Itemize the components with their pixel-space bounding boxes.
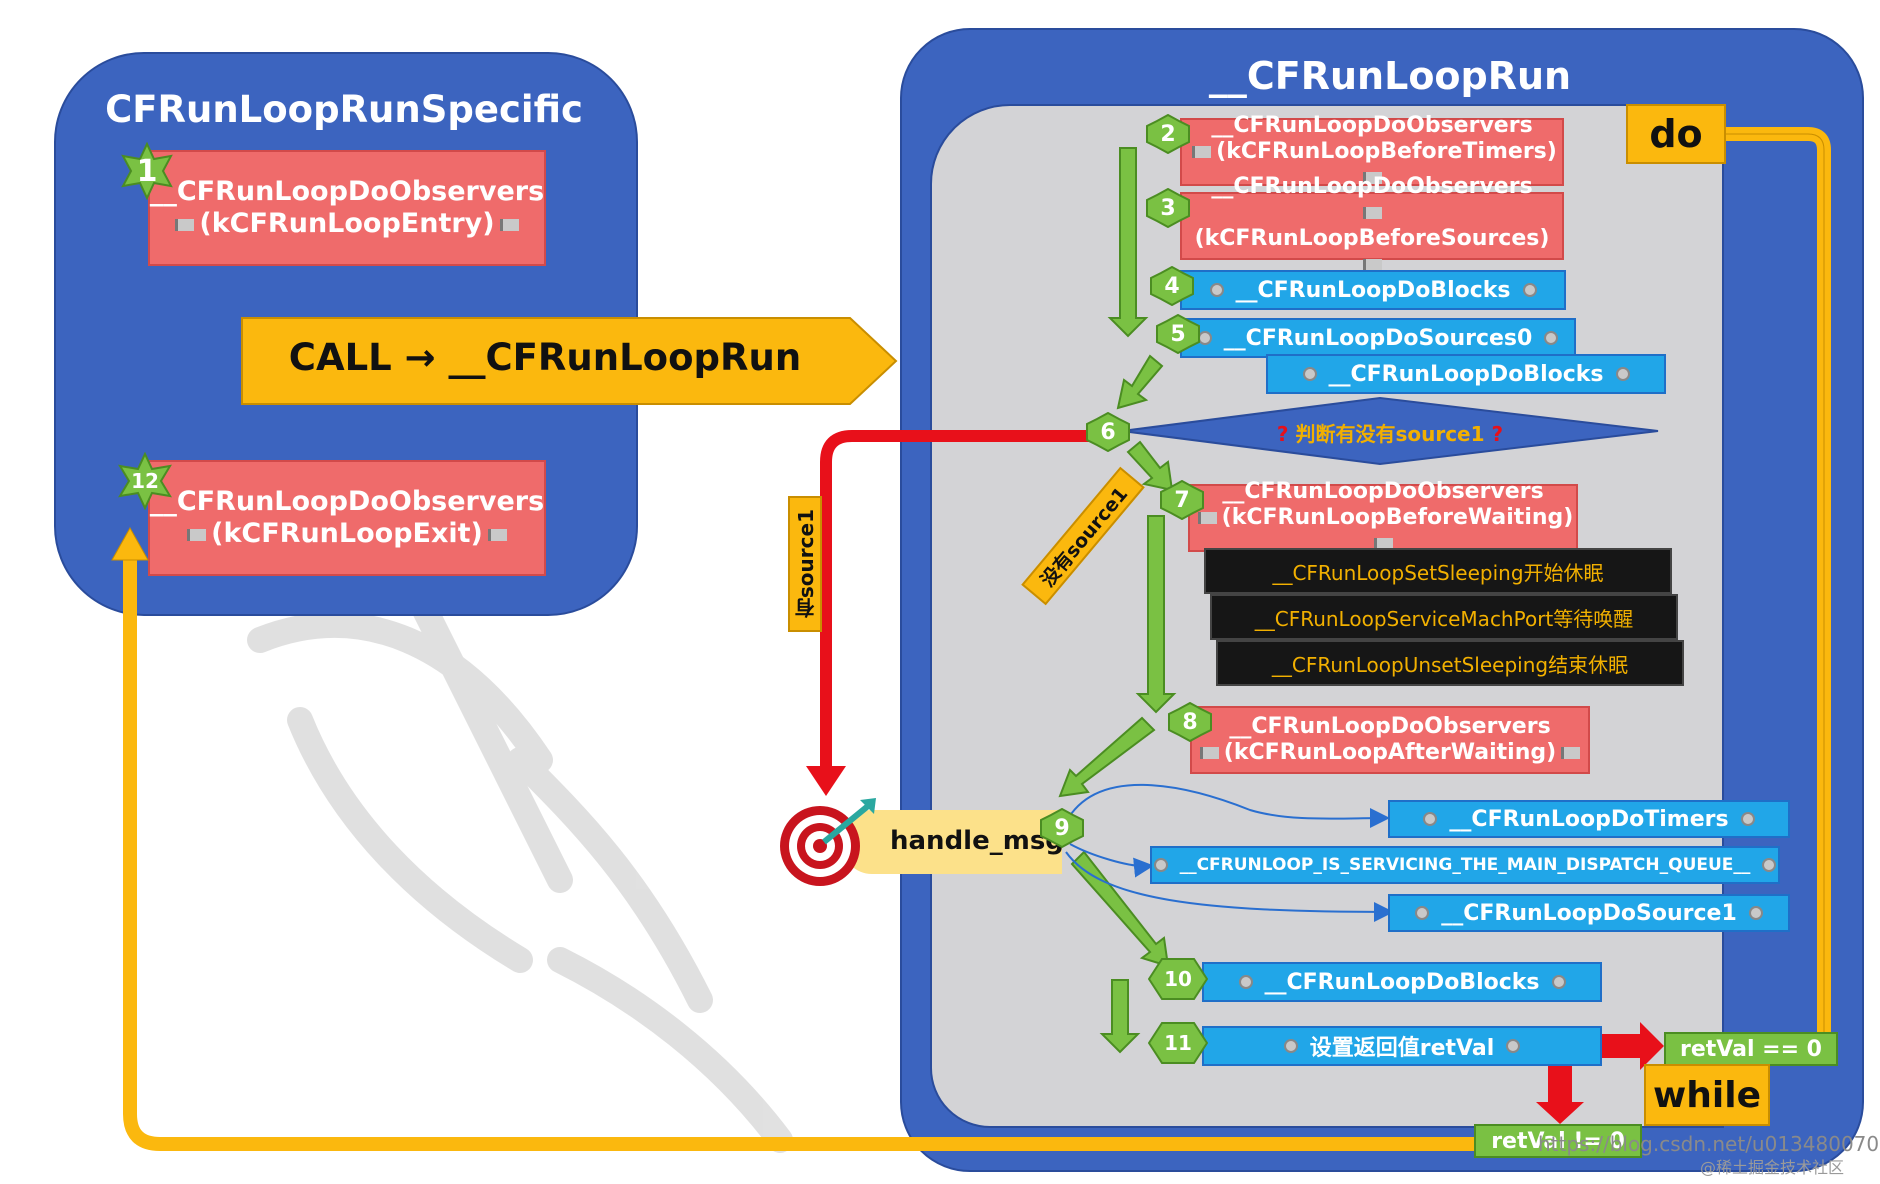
step3-badge: 3 xyxy=(1146,188,1190,228)
hexagon-badge-icon xyxy=(1150,266,1194,306)
sleep-step-unset-sleeping: __CFRunLoopUnsetSleeping结束休眠 xyxy=(1216,640,1684,686)
step11-set-retval: 设置返回值retVal xyxy=(1202,1026,1602,1066)
step5-badge: 5 xyxy=(1156,314,1200,354)
right-panel-title: __CFRunLoopRun xyxy=(1208,54,1572,98)
call-arrow-shape xyxy=(241,317,898,405)
flag-icon xyxy=(499,218,519,231)
gear-icon xyxy=(1615,367,1630,381)
handler-main-dispatch-queue: __CFRUNLOOP_IS_SERVICING_THE_MAIN_DISPAT… xyxy=(1150,846,1780,884)
handle-msg-pill xyxy=(842,810,1062,874)
handler-dosource1: __CFRunLoopDoSource1 xyxy=(1388,894,1790,932)
gear-icon xyxy=(1522,283,1537,297)
question-icon: ? xyxy=(1276,422,1289,446)
step1-observers-entry: __CFRunLoopDoObservers (kCFRunLoopEntry) xyxy=(148,150,546,266)
step5-doblocks: __CFRunLoopDoBlocks xyxy=(1266,354,1666,394)
step8-badge: 8 xyxy=(1168,702,1212,742)
handle-msg-label: handle_msg xyxy=(890,826,1064,856)
step10-doblocks: __CFRunLoopDoBlocks xyxy=(1202,962,1602,1002)
hexagon-badge-icon xyxy=(1160,480,1204,520)
gear-icon xyxy=(1506,1039,1521,1053)
step4-doblocks: __CFRunLoopDoBlocks xyxy=(1180,270,1566,310)
sleep-step-service-machport: __CFRunLoopServiceMachPort等待唤醒 xyxy=(1210,594,1678,640)
step6-badge: 6 xyxy=(1086,412,1130,452)
hexagon-badge-icon xyxy=(1148,1022,1208,1064)
watermark-url: https://blog.csdn.net/u013480070 xyxy=(1538,1132,1880,1156)
step12-line1: __CFRunLoopDoObservers xyxy=(149,486,545,518)
gear-icon xyxy=(1415,906,1430,920)
hexagon-badge-icon xyxy=(1156,314,1200,354)
step10-badge: 10 xyxy=(1148,958,1208,1000)
step5-dosources0: __CFRunLoopDoSources0 xyxy=(1180,318,1576,358)
step8-observers-afterwaiting: __CFRunLoopDoObservers (kCFRunLoopAfterW… xyxy=(1190,706,1590,774)
gear-icon xyxy=(1423,812,1438,826)
question-icon: ? xyxy=(1491,422,1504,446)
flag-icon xyxy=(1197,512,1217,525)
gear-icon xyxy=(1740,812,1755,826)
flag-icon xyxy=(1192,146,1212,159)
flag-icon xyxy=(1362,207,1382,220)
step1-line2: (kCFRunLoopEntry) xyxy=(199,208,495,239)
step1-badge: 1 xyxy=(118,142,176,200)
handler-dotimers: __CFRunLoopDoTimers xyxy=(1388,800,1790,838)
hexagon-badge-icon xyxy=(1146,114,1190,154)
step12-badge: 12 xyxy=(114,452,176,510)
star-badge-icon xyxy=(121,142,173,200)
star-badge-icon xyxy=(118,452,172,510)
sleep-step-set-sleeping: __CFRunLoopSetSleeping开始休眠 xyxy=(1204,548,1672,594)
step12-line2: (kCFRunLoopExit) xyxy=(211,518,483,549)
hexagon-badge-icon xyxy=(1146,188,1190,228)
call-arrow-label: CALL → __CFRunLoopRun xyxy=(288,336,802,379)
while-label: while xyxy=(1644,1064,1770,1126)
gear-icon xyxy=(1238,975,1253,989)
step6-question: ? 判断有没有source1 ? xyxy=(1276,422,1504,446)
flag-icon xyxy=(175,218,195,231)
gear-icon xyxy=(1209,283,1224,297)
hexagon-badge-icon xyxy=(1168,702,1212,742)
step3-observers-beforesources: __CFRunLoopDoObservers (kCFRunLoopBefore… xyxy=(1180,174,1564,271)
step6-decision-diamond xyxy=(1121,396,1659,466)
flag-icon xyxy=(1199,747,1219,759)
flag-icon xyxy=(187,528,207,541)
step4-badge: 4 xyxy=(1150,266,1194,306)
step11-badge: 11 xyxy=(1148,1022,1208,1064)
step12-observers-exit: __CFRunLoopDoObservers (kCFRunLoopExit) xyxy=(148,460,546,576)
retval-zero-label: retVal == 0 xyxy=(1664,1032,1838,1066)
hexagon-badge-icon xyxy=(1148,958,1208,1000)
target-icon xyxy=(780,798,876,886)
hexagon-badge-icon xyxy=(1040,808,1084,848)
left-panel-title: CFRunLoopRunSpecific xyxy=(105,88,583,131)
flag-icon xyxy=(1561,747,1581,759)
has-source1-label: 有source1 xyxy=(788,496,822,632)
gear-icon xyxy=(1283,1039,1298,1053)
hexagon-badge-icon xyxy=(1086,412,1130,452)
gear-icon xyxy=(1153,858,1168,872)
gear-icon xyxy=(1551,975,1566,989)
step7-badge: 7 xyxy=(1160,480,1204,520)
gear-icon xyxy=(1762,858,1777,872)
gear-icon xyxy=(1544,331,1559,345)
gear-icon xyxy=(1302,367,1317,381)
flag-icon xyxy=(487,528,507,541)
step7-observers-beforewaiting: __CFRunLoopDoObservers (kCFRunLoopBefore… xyxy=(1188,479,1578,552)
flag-icon xyxy=(1362,258,1382,271)
step2-observers-beforetimers: __CFRunLoopDoObservers (kCFRunLoopBefore… xyxy=(1180,113,1564,186)
do-label: do xyxy=(1626,104,1726,164)
flag-icon xyxy=(1362,171,1382,184)
flag-icon xyxy=(1373,537,1393,550)
step9-badge: 9 xyxy=(1040,808,1084,848)
gear-icon xyxy=(1748,906,1763,920)
step1-line1: __CFRunLoopDoObservers xyxy=(149,176,545,208)
watermark-community: @稀土掘金技术社区 xyxy=(1700,1158,1845,1177)
retval-nonzero-label: retVal != 0 xyxy=(1474,1124,1642,1158)
step2-badge: 2 xyxy=(1146,114,1190,154)
